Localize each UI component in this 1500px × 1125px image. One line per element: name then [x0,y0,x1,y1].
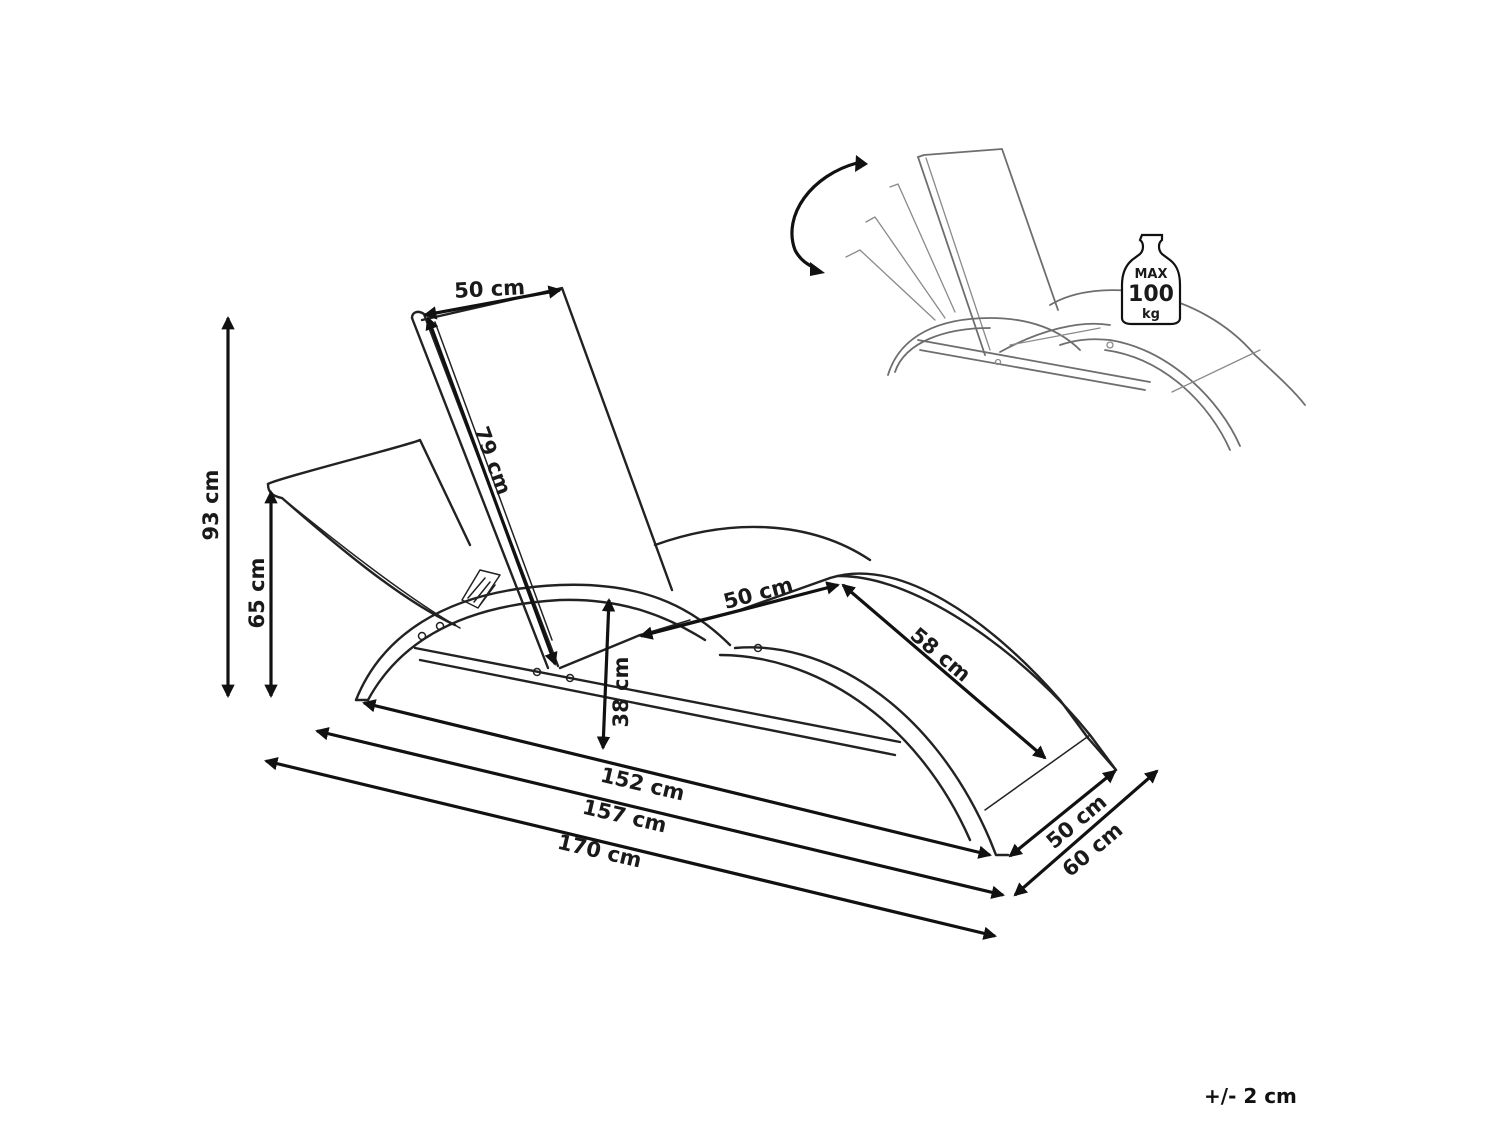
label-backrest-width: 50 cm [454,275,526,303]
label-total-length: 170 cm [555,830,644,873]
weight-kettlebell-icon: MAX 100 kg [1120,233,1182,326]
label-length-157: 157 cm [580,795,669,838]
backrest-length-arrow [425,316,558,666]
tolerance-note: +/- 2 cm [1204,1084,1297,1108]
dimension-lines [221,285,1159,940]
curved-rotate-arrow-icon [790,155,868,276]
label-seat-width: 50 cm [721,572,796,614]
leg-length-arrow [841,583,1047,760]
label-seat-height: 38 cm [609,657,633,728]
max-load-unit: kg [1142,307,1160,322]
label-total-height: 93 cm [199,470,223,541]
main-lounger-drawing [266,286,1118,857]
max-load-label: MAX [1134,267,1167,282]
seat-width-arrow [639,581,840,640]
length-170-arrow [264,757,997,940]
label-backrest-end-height: 65 cm [245,558,269,629]
label-backrest-length: 79 cm [469,423,516,498]
recline-illustration: MAX 100 kg [790,148,1306,451]
label-leg-length: 58 cm [906,623,976,687]
backrest-width-arrow [423,285,562,320]
max-load-value: 100 [1128,282,1174,307]
dimension-labels: 93 cm 65 cm 38 cm 50 cm 79 cm 50 cm 58 c… [199,275,1127,881]
width-60-arrow [1013,769,1159,897]
